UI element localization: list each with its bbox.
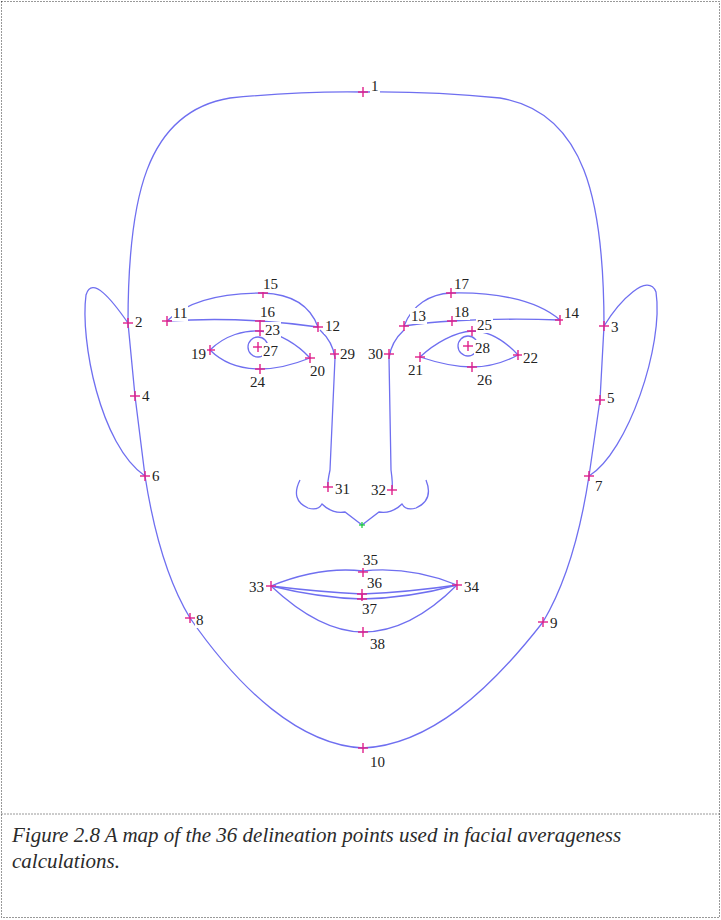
point-cross	[144, 471, 145, 481]
point-cross	[257, 342, 258, 352]
callout-number: 6	[151, 468, 161, 484]
callout-number: 37	[361, 601, 378, 617]
point-cross	[317, 322, 318, 332]
callout-number: 23	[264, 322, 281, 338]
point-cross	[588, 471, 589, 481]
callout-number: 18	[453, 304, 470, 320]
point-cross	[362, 743, 363, 753]
point-cross	[166, 316, 167, 326]
nose-tip-point	[359, 522, 365, 528]
callout-number: 15	[262, 276, 279, 292]
callout-number: 28	[474, 340, 491, 356]
point-cross	[603, 321, 604, 331]
point-cross	[559, 315, 560, 325]
callout-number: 30	[367, 346, 384, 362]
delineation-points	[123, 87, 609, 753]
callout-number: 21	[407, 362, 424, 378]
figure-caption: Figure 2.8 A map of the 36 delineation p…	[12, 822, 712, 874]
point-cross	[388, 349, 389, 359]
point-cross	[542, 617, 543, 627]
callout-number: 4	[141, 388, 151, 404]
point-cross	[471, 326, 472, 336]
callout-number: 8	[195, 612, 205, 628]
callout-number: 36	[366, 575, 383, 591]
callout-number: 11	[172, 305, 188, 321]
point-cross	[391, 485, 392, 495]
callout-number: 5	[606, 390, 616, 406]
callout-number: 12	[324, 318, 341, 334]
face-outline	[85, 92, 657, 748]
callout-number: 17	[453, 276, 470, 292]
point-cross	[209, 345, 210, 355]
point-cross	[270, 581, 271, 591]
callout-number: 16	[259, 304, 276, 320]
point-cross	[309, 353, 310, 363]
callout-number: 9	[549, 615, 559, 631]
point-cross	[189, 613, 190, 623]
callout-number: 29	[339, 346, 356, 362]
callout-number: 7	[594, 478, 604, 494]
point-cross	[334, 349, 335, 359]
point-cross	[517, 350, 518, 360]
callout-number: 2	[134, 314, 144, 330]
point-cross	[134, 391, 135, 401]
callout-number: 10	[369, 754, 386, 770]
callout-number: 22	[522, 350, 539, 366]
callout-number: 26	[476, 372, 493, 388]
callout-number: 20	[309, 363, 326, 379]
point-cross	[456, 580, 457, 590]
point-cross	[259, 364, 260, 374]
point-cross	[362, 87, 363, 97]
point-cross	[327, 482, 328, 492]
callout-number: 31	[334, 481, 351, 497]
point-cross	[599, 395, 600, 405]
point-cross	[259, 326, 260, 336]
point-cross	[419, 352, 420, 362]
callout-number: 38	[369, 636, 386, 652]
callout-number: 34	[463, 579, 480, 595]
callout-number: 3	[610, 319, 620, 335]
callout-number: 14	[563, 305, 580, 321]
callout-number: 1	[370, 78, 380, 94]
callout-number: 19	[190, 346, 207, 362]
callout-number: 25	[476, 317, 493, 333]
point-cross	[127, 318, 128, 328]
point-cross	[467, 341, 468, 351]
point-cross	[362, 627, 363, 637]
callout-number: 27	[262, 343, 279, 359]
callout-number: 32	[370, 482, 387, 498]
point-cross	[471, 362, 472, 372]
point-cross	[450, 288, 451, 298]
point-cross	[362, 567, 363, 577]
callout-number: 13	[410, 308, 427, 324]
callout-number: 33	[248, 579, 265, 595]
point-cross	[403, 321, 404, 331]
callout-number: 35	[362, 552, 379, 568]
callout-number: 24	[249, 374, 266, 390]
